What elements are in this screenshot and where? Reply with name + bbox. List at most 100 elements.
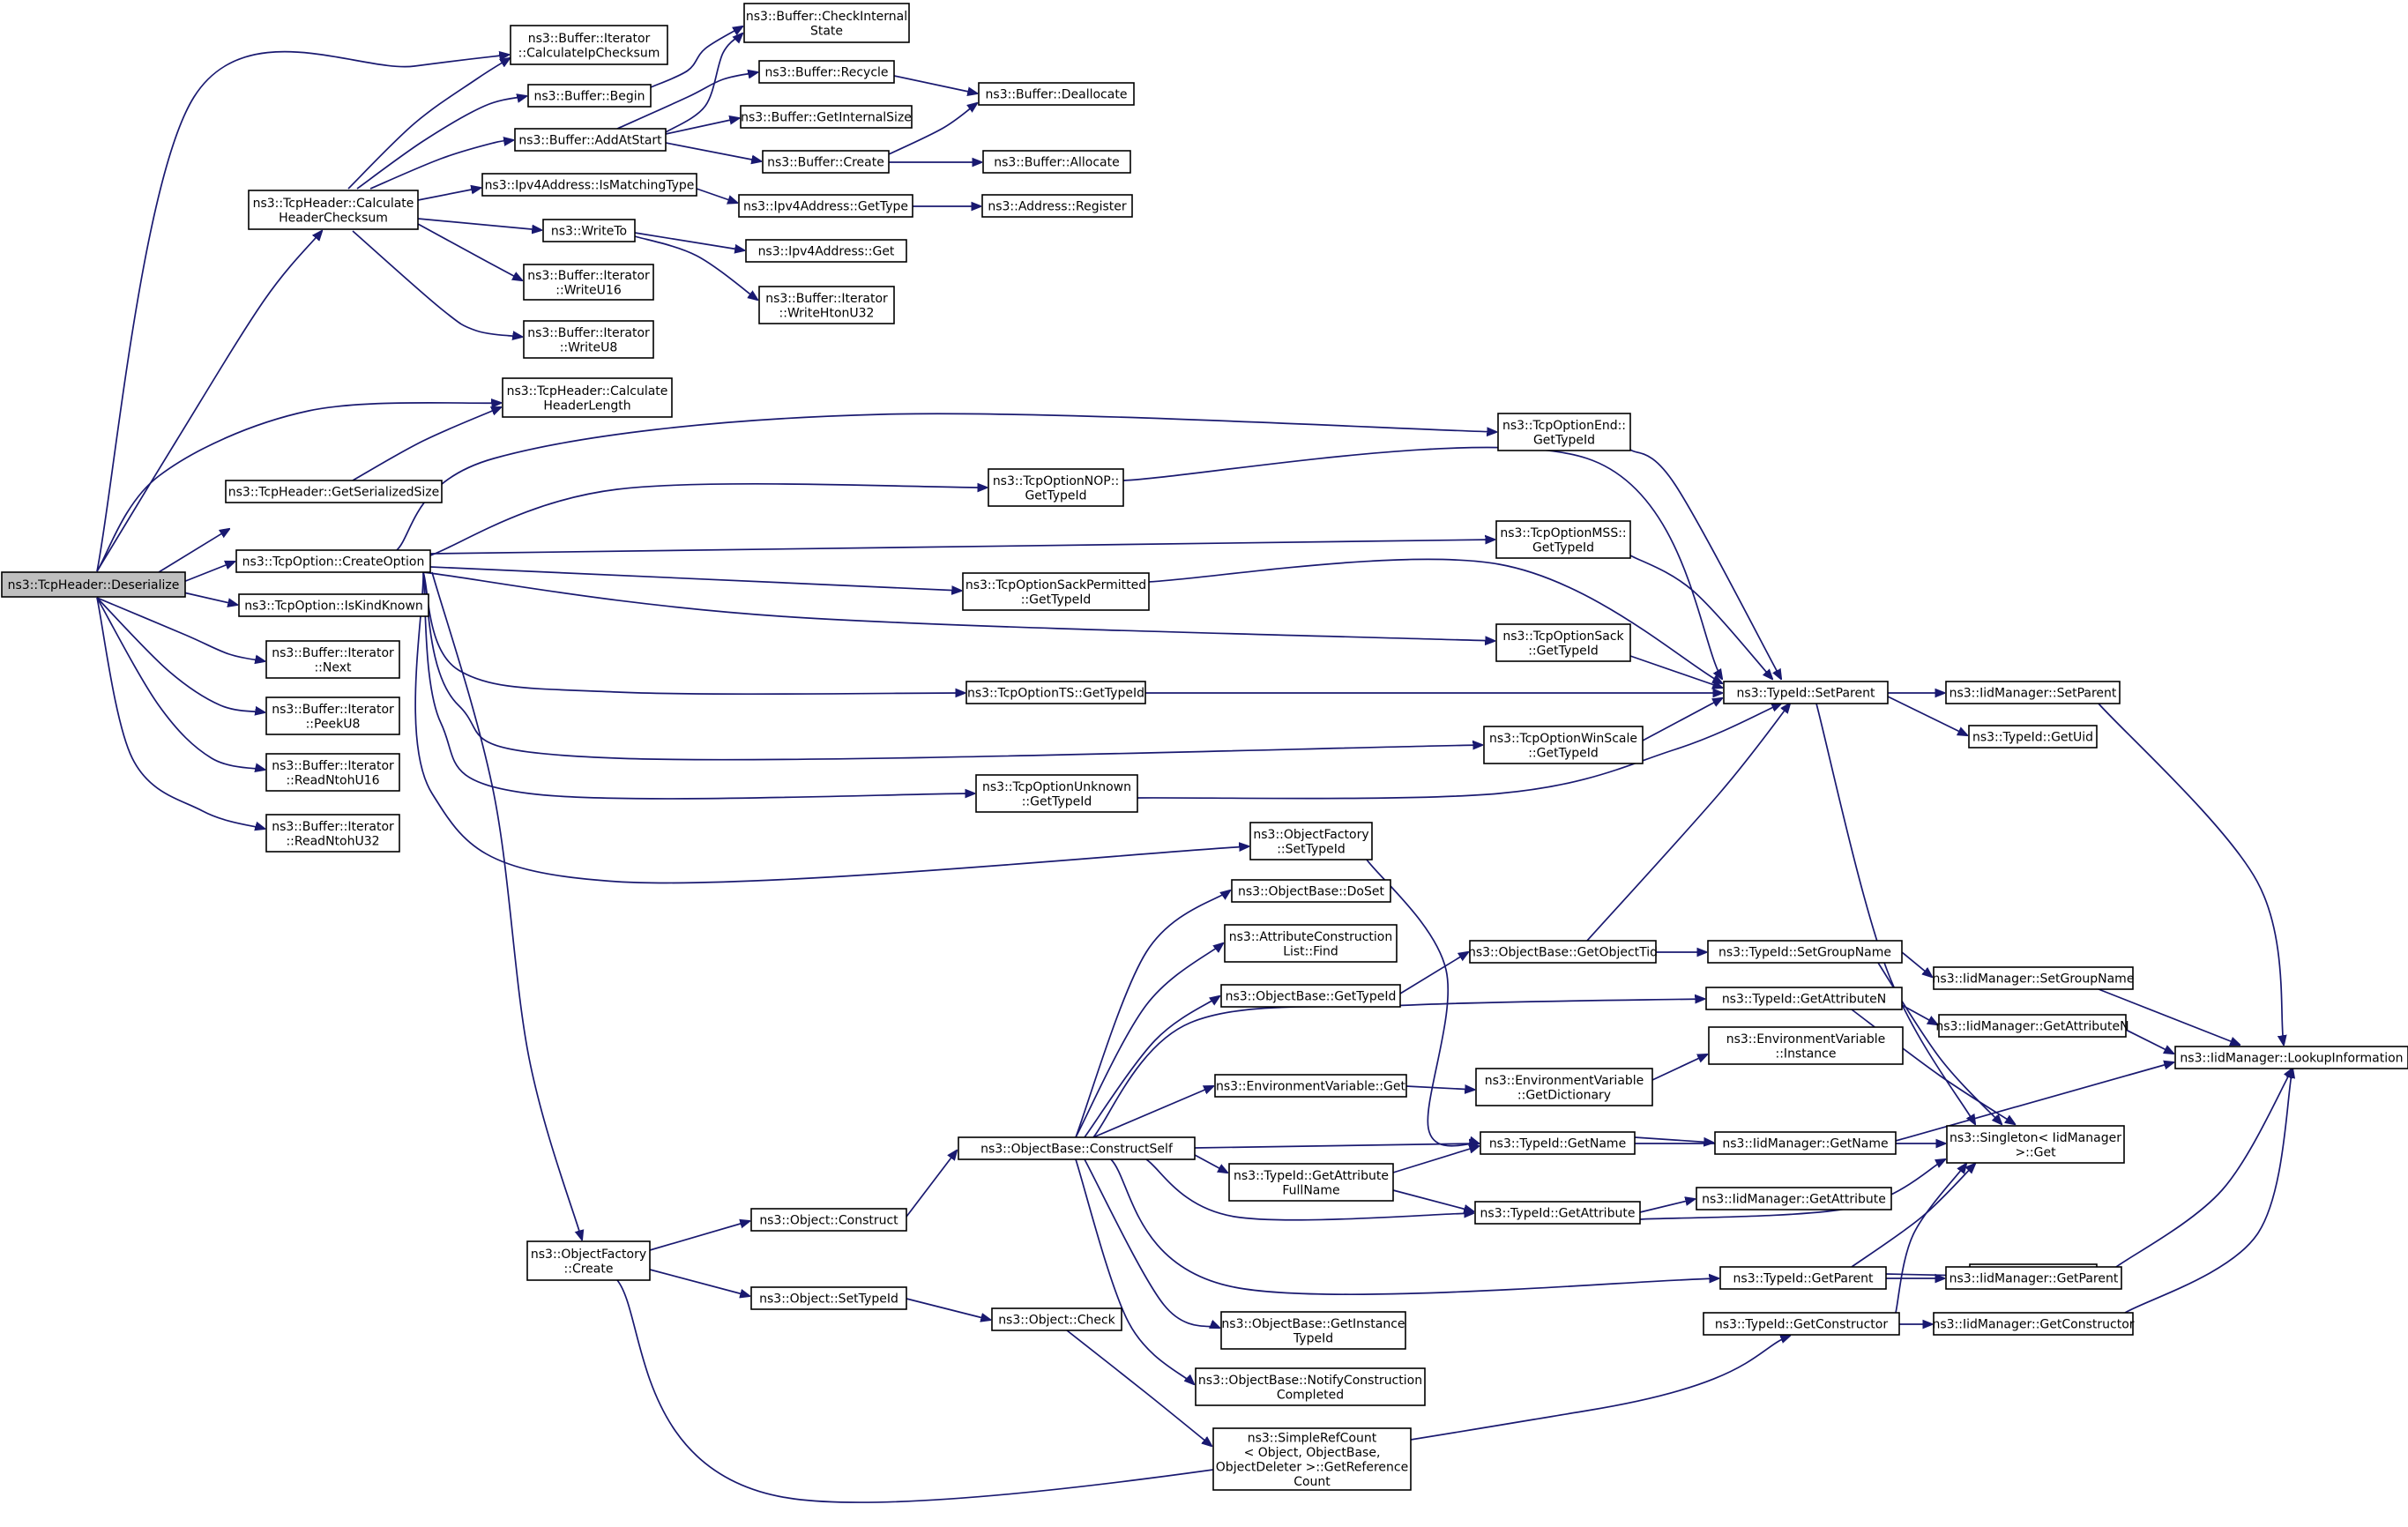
node-addAtStart[interactable]: ns3::Buffer::AddAtStart [514,128,667,152]
edge-arrow [1629,449,1781,679]
edge-createOption-to-optWinScale [422,571,1482,761]
node-getConstructor[interactable]: ns3::TypeId::GetConstructor [1703,1312,1900,1336]
node-label: ns3::Buffer::Iterator [272,759,394,773]
node-dealloc[interactable]: ns3::Buffer::Deallocate [978,82,1135,106]
node-optUnknown[interactable]: ns3::TcpOptionUnknown::GetTypeId [975,774,1138,813]
node-label: ns3::TypeId::GetName [1489,1137,1626,1151]
edge-calcHdrChecksum-to-addAtStart [369,140,513,190]
node-isMatchingType[interactable]: ns3::Ipv4Address::IsMatchingType [481,173,697,197]
node-label: ns3::TypeId::SetParent [1737,687,1875,701]
node-iidGetParent[interactable]: ns3::IidManager::GetParent [1945,1266,2122,1290]
node-iidGetName[interactable]: ns3::IidManager::GetName [1714,1131,1897,1155]
node-itNext[interactable]: ns3::Buffer::Iterator::Next [265,640,400,679]
node-envGet[interactable]: ns3::EnvironmentVariable::Get [1214,1074,1407,1098]
node-envInstance[interactable]: ns3::EnvironmentVariable::Instance [1708,1026,1904,1065]
node-getAttributeN[interactable]: ns3::TypeId::GetAttributeN [1705,987,1903,1010]
edge-objCheck-to-getRefCount [1066,1330,1211,1446]
node-iidGetAttribute[interactable]: ns3::IidManager::GetAttribute [1696,1187,1892,1210]
node-ofSetTypeId[interactable]: ns3::ObjectFactory::SetTypeId [1249,822,1373,860]
node-label: ns3::ObjectBase::NotifyConstruction [1198,1374,1422,1388]
edge-optSack-to-setParent [1629,655,1722,688]
node-box [510,25,668,65]
node-label: ns3::ObjectBase::GetTypeId [1226,990,1397,1004]
node-writeTo[interactable]: ns3::WriteTo [542,219,636,242]
node-itReadNtohU32[interactable]: ns3::Buffer::Iterator::ReadNtohU32 [265,814,400,853]
node-ipv4Get[interactable]: ns3::Ipv4Address::Get [745,239,907,263]
node-label: ns3::TypeId::SetGroupName [1718,946,1891,960]
node-ofCreate[interactable]: ns3::ObjectFactory::Create [526,1240,651,1281]
node-itPeekU8[interactable]: ns3::Buffer::Iterator::PeekU8 [265,696,400,735]
node-ipv4GetType[interactable]: ns3::Ipv4Address::GetType [738,194,913,218]
node-optTs[interactable]: ns3::TcpOptionTS::GetTypeId [965,681,1146,704]
node-label: ns3::WriteTo [551,225,627,239]
edge-deserialize-to-calcIpChecksum [96,52,509,572]
node-box [523,320,654,359]
node-objConstruct[interactable]: ns3::Object::Construct [750,1208,907,1232]
node-tidGetName[interactable]: ns3::TypeId::GetName [1480,1131,1636,1155]
node-getUid[interactable]: ns3::TypeId::GetUid [1968,725,2098,749]
node-envGetDict[interactable]: ns3::EnvironmentVariable::GetDictionary [1475,1068,1653,1106]
node-box [481,173,697,197]
node-recycle[interactable]: ns3::Buffer::Recycle [758,60,895,84]
node-isKindKnown[interactable]: ns3::TcpOption::IsKindKnown [238,593,429,617]
node-writeU16[interactable]: ns3::Buffer::Iterator::WriteU16 [523,264,654,301]
node-optSackPerm[interactable]: ns3::TcpOptionSackPermitted::GetTypeId [962,572,1150,611]
node-optSack[interactable]: ns3::TcpOptionSack::GetTypeId [1495,623,1631,662]
node-calcIpChecksum[interactable]: ns3::Buffer::Iterator::CalculateIpChecks… [510,25,668,65]
edge-arrow [96,403,501,572]
node-writeU8[interactable]: ns3::Buffer::Iterator::WriteU8 [523,320,654,359]
edge-iidGetParent-to-lookupInfo [2115,1069,2292,1268]
node-itReadNtohU16[interactable]: ns3::Buffer::Iterator::ReadNtohU16 [265,753,400,792]
node-setGroupName[interactable]: ns3::TypeId::SetGroupName [1707,940,1903,964]
node-obGetTypeId[interactable]: ns3::ObjectBase::GetTypeId [1220,984,1401,1008]
node-label: ns3::EnvironmentVariable::Get [1216,1080,1405,1094]
node-addrRegister[interactable]: ns3::Address::Register [981,194,1133,218]
node-iidSetGroupName[interactable]: ns3::IidManager::SetGroupName [1933,966,2135,990]
node-createOption[interactable]: ns3::TcpOption::CreateOption [235,549,431,573]
node-getInternalSize[interactable]: ns3::Buffer::GetInternalSize [740,105,913,129]
edge-ofCreate-to-objConstruct [649,1221,749,1251]
node-bufCreate[interactable]: ns3::Buffer::Create [762,150,890,174]
node-box [758,286,895,324]
node-lookupInfo[interactable]: ns3::IidManager::LookupInformation [2174,1046,2408,1069]
node-label: ns3::AttributeConstruction [1229,930,1392,944]
node-getRefCount[interactable]: ns3::SimpleRefCount< Object, ObjectBase,… [1212,1427,1412,1491]
edge-deserialize-to-isKindKnown [183,592,237,605]
node-tidGetParent[interactable]: ns3::TypeId::GetParent [1719,1266,1887,1290]
node-label: HeaderLength [543,399,630,413]
edge-bufCreate-to-dealloc [888,103,977,155]
node-constructSelf[interactable]: ns3::ObjectBase::ConstructSelf [958,1136,1196,1160]
edge-iidSetGroupName-to-lookupInfo [2098,988,2240,1045]
node-label: ns3::TcpHeader::Deserialize [8,578,180,592]
node-setParent[interactable]: ns3::TypeId::SetParent [1723,681,1889,704]
node-optMss[interactable]: ns3::TcpOptionMSS::GetTypeId [1495,520,1631,559]
edge-arrow [1405,1086,1474,1090]
node-optWinScale[interactable]: ns3::TcpOptionWinScale::GetTypeId [1483,726,1644,764]
node-optEnd[interactable]: ns3::TcpOptionEnd::GetTypeId [1497,413,1631,451]
node-singletonGet[interactable]: ns3::Singleton< IidManager >::Get [1946,1125,2125,1164]
node-objCheck[interactable]: ns3::Object::Check [991,1307,1122,1331]
node-doSet[interactable]: ns3::ObjectBase::DoSet [1231,879,1391,903]
node-objSetTypeId[interactable]: ns3::Object::SetTypeId [750,1286,907,1310]
edge-arrow [1194,1154,1227,1173]
node-iidGetConstructor[interactable]: ns3::IidManager::GetConstructor [1932,1312,2135,1336]
edge-arrow [1586,704,1790,942]
node-getObjectTid[interactable]: ns3::ObjectBase::GetObjectTid [1468,940,1658,964]
node-iidGetAttributeN[interactable]: ns3::IidManager::GetAttributeN [1935,1014,2129,1038]
node-optNop[interactable]: ns3::TcpOptionNOP::GetTypeId [988,468,1124,507]
node-writeHtonU32[interactable]: ns3::Buffer::Iterator::WriteHtonU32 [758,286,895,324]
node-deserialize[interactable]: ns3::TcpHeader::Deserialize [1,571,186,598]
node-notifyConstruction[interactable]: ns3::ObjectBase::NotifyConstructionCompl… [1195,1367,1426,1406]
node-tidGetAttribute[interactable]: ns3::TypeId::GetAttribute [1474,1201,1641,1225]
node-alloc[interactable]: ns3::Buffer::Allocate [982,150,1131,174]
node-bufBegin[interactable]: ns3::Buffer::Begin [527,84,652,108]
node-iidSetParent[interactable]: ns3::IidManager::SetParent [1945,681,2121,704]
node-getSerializedSize[interactable]: ns3::TcpHeader::GetSerializedSize [225,480,443,503]
edge-arrow [649,1221,749,1251]
